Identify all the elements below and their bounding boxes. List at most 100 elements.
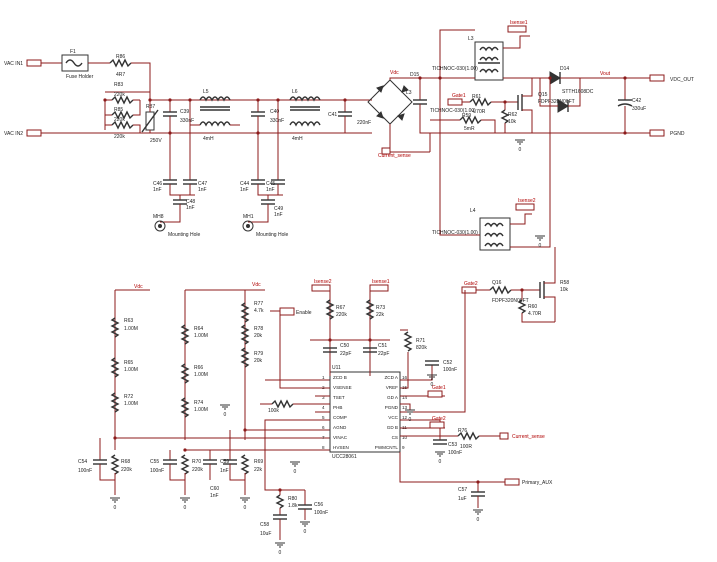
l5-inductor-top: [199, 96, 231, 102]
r78-ref: R70: [192, 459, 201, 465]
ic-pin-right-label: GD A: [387, 395, 399, 400]
l6-inductor-bottom: [289, 121, 321, 127]
c39-value: 330nF: [180, 118, 194, 124]
ground-label: 0: [304, 529, 307, 535]
ground-icon: 0: [180, 497, 190, 511]
c59-value: 1nF: [220, 468, 229, 474]
net-vdc-label-3: Vdc: [252, 282, 261, 288]
c59-ref: C59: [220, 459, 229, 465]
divider-chain-c: R77 4.7k R78 20k R79 20k: [240, 290, 264, 440]
ground-icon: 0: [275, 542, 285, 556]
r70-value: 20k: [254, 358, 263, 364]
ic-u11: U11 UCC28061 ZCD B1VSENSE2TSET3PHB4COMP5…: [322, 365, 408, 460]
ground-icon: 0: [435, 451, 445, 465]
ic-pin-right-label: ZCD A: [384, 375, 398, 380]
port-vac-in1: [26, 59, 42, 67]
ic-pin-left-number: 3: [322, 395, 325, 400]
ground-icon: 0: [300, 521, 310, 535]
c48-value: 1nF: [186, 205, 195, 211]
divider-chain-a: R63 1.00M R65 1.00M R72 1.00M: [110, 317, 138, 413]
ground-label: 0: [224, 412, 227, 418]
c54-ref: C54: [78, 459, 87, 465]
ic-pin-right-number: 13: [402, 405, 408, 410]
c40-ref: C40: [270, 109, 279, 115]
r80-ref: R80: [288, 496, 297, 502]
ic-pin-left-label: COMP: [333, 415, 347, 420]
ground-icon: 0: [427, 374, 437, 388]
ic-pin-left-number: 6: [322, 425, 325, 430]
r69-value: 220k: [336, 312, 347, 318]
ic-pin-left-number: 4: [322, 405, 325, 410]
l6-value: 4mH: [292, 136, 303, 142]
r86-value: 4R7: [116, 72, 125, 78]
pfc-stage-a: Isense1 D14 STTH1608DC C42 330uF VDC_OUT…: [430, 20, 694, 150]
c43-ref: L3: [406, 90, 412, 96]
c41-ref: C41: [328, 112, 337, 118]
l6-ref: L6: [292, 89, 298, 95]
ground-icon: 0: [110, 497, 120, 511]
net-gate1-label: Gate1: [452, 93, 466, 99]
mh1-value: Mounting Hole: [256, 232, 288, 238]
junction-dots: [103, 76, 627, 492]
l5-value: 4mH: [203, 136, 214, 142]
r74-value: 1.00M: [194, 407, 208, 413]
ic-pin-left-number: 5: [322, 415, 325, 420]
ic-pin-right-label: VREF: [386, 385, 398, 390]
ic-pin-right-number: 16: [402, 375, 408, 380]
c50-ref: C50: [340, 343, 349, 349]
r84-value: 220k: [114, 134, 125, 140]
net-isense1-label-ic: Isense1: [372, 279, 390, 285]
ic-pin-right-label: PGND: [385, 405, 399, 410]
mh1-ref: MH1: [243, 214, 254, 220]
ic-output-nets: Gate1 C53 100nF Gate2 R76 100R Current_s…: [399, 290, 553, 508]
r66-ref: R66: [194, 365, 203, 371]
ground-label: 0: [431, 382, 434, 388]
r63-value: 1.00M: [124, 326, 138, 332]
r79-value: 22k: [254, 467, 263, 473]
l3-value: TICHNOC-030(1.00): [432, 66, 478, 72]
r69-ref: R67: [336, 305, 345, 311]
port-vdc-out-label: VDC_OUT: [670, 77, 694, 83]
port-pgnd: [649, 129, 665, 137]
ground-icon: 0: [535, 235, 545, 249]
ground-label: 0: [244, 505, 247, 511]
r72-value: 1.00M: [124, 401, 138, 407]
c55-value: 100nF: [150, 468, 164, 474]
net-current-sense-label: Current_sense: [378, 153, 411, 159]
net-vdc-label: Vdc: [390, 70, 399, 76]
r78-value: 220k: [192, 467, 203, 473]
ground-label: 0: [409, 417, 412, 423]
r61-ref: R61: [472, 94, 481, 100]
net-isense2-label: Isense2: [518, 198, 536, 204]
l4-ref: L4: [470, 208, 476, 214]
port-vdc-out: [649, 74, 665, 82]
r74-ref: R74: [194, 400, 203, 406]
rc-filters: C54 100nF R68 220k C55 100nF R70 220k C5…: [78, 430, 263, 499]
c47-value: 1nF: [198, 187, 207, 193]
r75-value: 100k: [268, 408, 279, 414]
ground-label: 0: [477, 517, 480, 523]
r60-ref: Q16: [492, 280, 502, 286]
r71-value: 820k: [416, 345, 427, 351]
r58-ref: R60: [528, 304, 537, 310]
r68-ref: R78: [254, 326, 263, 332]
ic-pin-left-label: TSET: [333, 395, 345, 400]
ic-pin-right-number: 14: [402, 395, 408, 400]
ic-u11-ref: U11: [332, 365, 341, 371]
net-gate1-label-ic: Gate1: [432, 385, 446, 391]
ic-u11-part: UCC28061: [332, 454, 357, 460]
pfc-stage-b: Isense2 L4 TICHNOC-030(1.00) Gate2 Q16 F…: [432, 78, 569, 323]
r86-resistor: [109, 58, 132, 68]
r80-value: 1.8k: [288, 503, 298, 509]
c48-ref: C48: [186, 199, 195, 205]
ground-label: 0: [439, 459, 442, 465]
mh8-value: Mounting Hole: [168, 232, 200, 238]
r72-ref: R72: [124, 394, 133, 400]
c60-ref: C60: [210, 486, 219, 492]
q15-value: FDPF320N06FT: [538, 99, 575, 105]
r85-ref: R85: [114, 107, 123, 113]
c57-value: 1uF: [458, 496, 467, 502]
c45-value: 1nF: [266, 187, 275, 193]
ic-pin-left-label: VINAC: [333, 435, 348, 440]
r67-value: 4.7k: [254, 308, 264, 314]
